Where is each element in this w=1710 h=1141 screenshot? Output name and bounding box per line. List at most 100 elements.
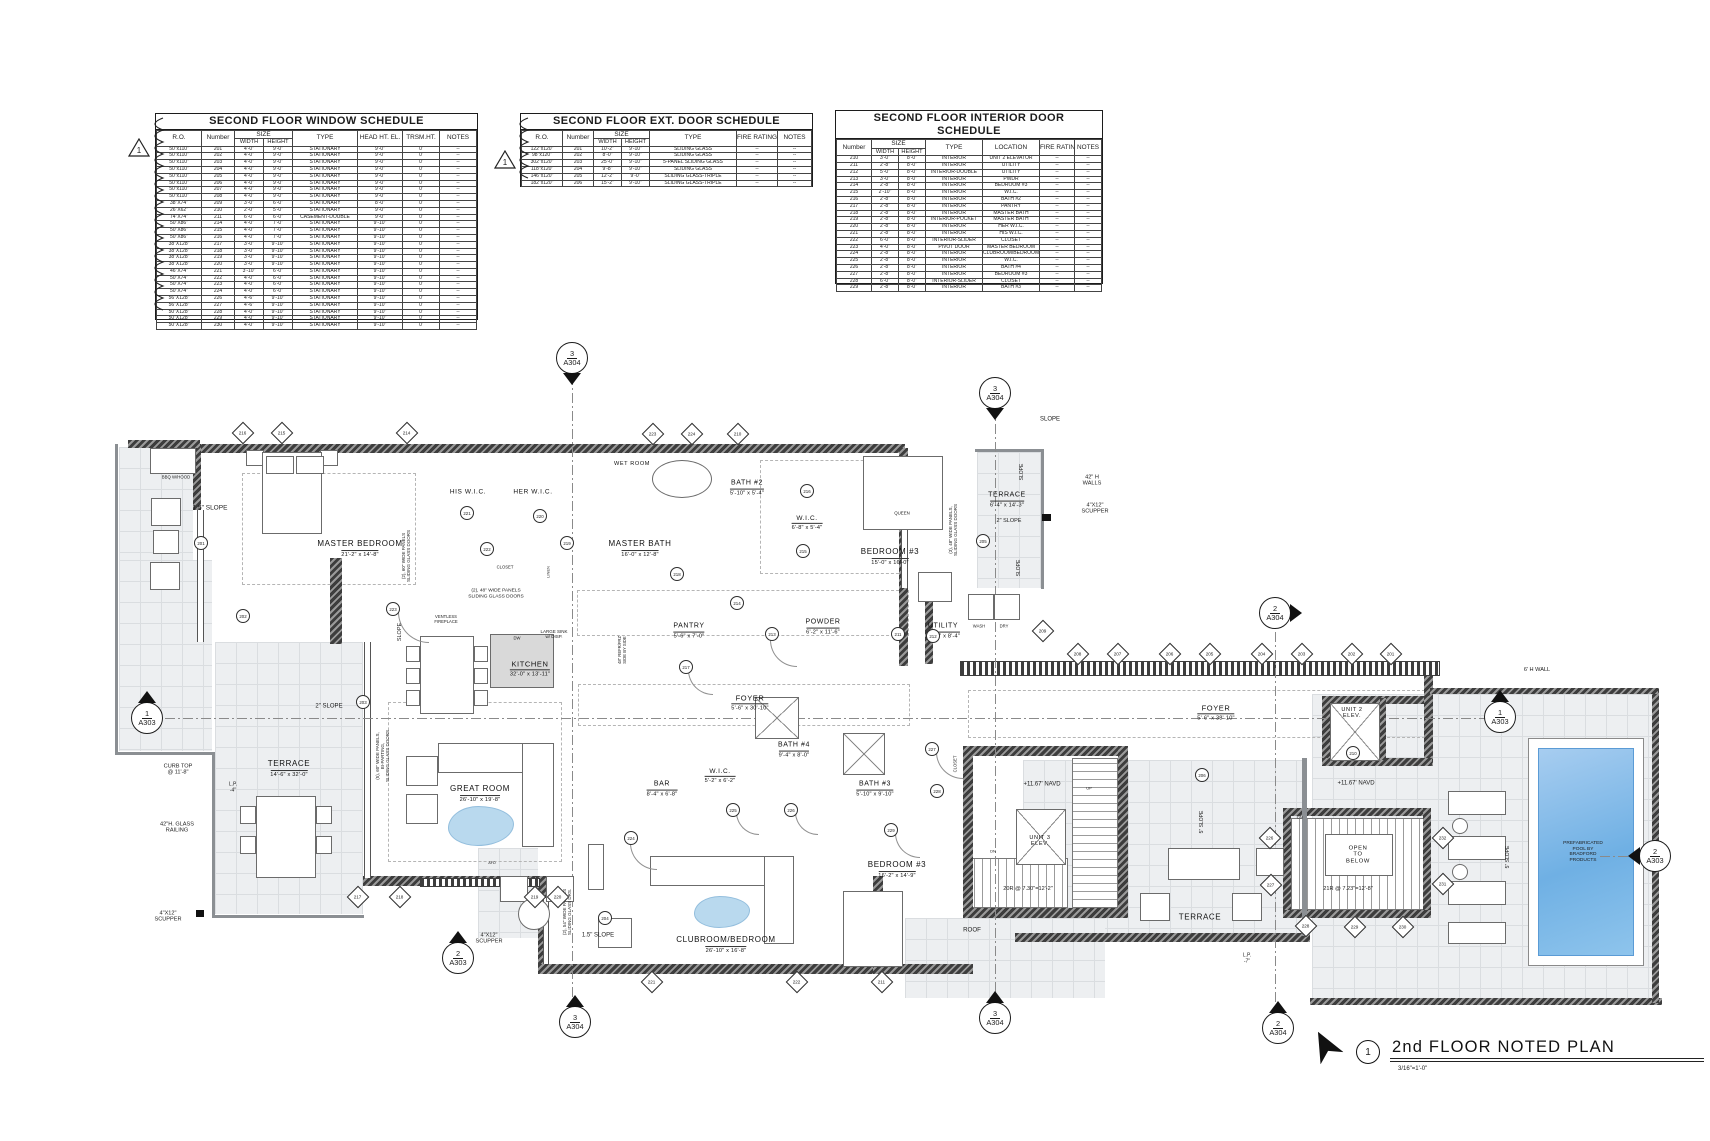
- open-to-below-box: [1325, 834, 1393, 876]
- annotation: DN: [990, 848, 996, 854]
- int-door-schedule: SECOND FLOOR INTERIOR DOOR SCHEDULE Numb…: [835, 110, 1103, 293]
- sliding-glass-wall: [364, 642, 371, 878]
- door-swing: [895, 833, 920, 858]
- room-dimensions: 26'-10" x 16'-8": [705, 945, 747, 954]
- int-door-schedule-title: SECOND FLOOR INTERIOR DOOR SCHEDULE: [836, 111, 1102, 140]
- wall: [538, 964, 882, 974]
- wall: [193, 444, 201, 510]
- furniture: [151, 498, 181, 526]
- wall: [330, 558, 342, 644]
- elevator-cab: [1016, 809, 1066, 865]
- annotation: DW: [513, 635, 521, 641]
- room-dimensions: 6'-2" x 11'-6": [806, 627, 840, 636]
- door-tag: 206: [1195, 768, 1209, 782]
- furniture: [406, 794, 438, 824]
- annotation: AFD: [488, 860, 496, 865]
- room-label: W.I.C.6'-8" x 5'-4": [791, 514, 823, 531]
- furniture: [1448, 791, 1506, 815]
- annotation: SLOPE: [1039, 416, 1061, 423]
- furniture: [150, 448, 196, 474]
- wall: [1283, 808, 1291, 918]
- annotation: 6' H WALL: [1523, 666, 1551, 673]
- section-line: [1275, 628, 1276, 1020]
- window-tag: 221: [640, 970, 664, 994]
- door-tag: 214: [730, 596, 744, 610]
- door-tag: 203: [356, 695, 370, 709]
- annotation: DRY: [999, 623, 1009, 629]
- door-tag: 219: [560, 536, 574, 550]
- stair-run: [1072, 758, 1118, 908]
- plan-title-underline: [1390, 1058, 1704, 1062]
- room-dimensions: 5'-10" x 9'-10": [856, 789, 894, 798]
- annotation: L.P. -4": [228, 781, 238, 793]
- furniture: [968, 594, 994, 620]
- side-table: [1452, 864, 1468, 880]
- room-dimensions: 16'-2" x 14'-9": [878, 870, 916, 879]
- annotation: PREFABRICATED POOL BY BRADFORD PRODUCTS: [1563, 840, 1603, 863]
- door-swing: [795, 812, 818, 835]
- furniture: [296, 456, 324, 474]
- annotation: +11.67' NAVD: [1337, 780, 1375, 787]
- annotation: (2), 60" WIDE PANELS SLIDING GLASS DOORS: [400, 529, 411, 583]
- window-tag: 222: [785, 970, 809, 994]
- annotation: LARGE SINK w/ DISP.: [540, 628, 568, 639]
- window-tag: 214: [395, 421, 419, 445]
- rug: [694, 896, 750, 928]
- annotation: LINEN: [545, 566, 551, 578]
- annotation: DN: [1297, 814, 1303, 820]
- door-tag: 211: [891, 627, 905, 641]
- room-dimensions: 14'-6" x 32'-0": [270, 769, 308, 778]
- annotation: L.P. -7": [1242, 952, 1252, 964]
- scupper: [196, 910, 204, 917]
- section-line: [1600, 856, 1648, 857]
- room-dimensions: 5'-6" x 7'-0": [673, 631, 705, 640]
- furniture: [1448, 922, 1506, 944]
- kitchen-island: [490, 634, 554, 688]
- wall: [925, 588, 933, 664]
- annotation: (2), 48" WIDE PANELS SLIDING GLASS DOORS: [468, 588, 524, 599]
- door-swing: [936, 752, 963, 779]
- furniture: [406, 646, 420, 662]
- wall: [963, 746, 1128, 756]
- furniture: [474, 668, 488, 684]
- door-tag: 223: [386, 602, 400, 616]
- rug: [448, 806, 514, 846]
- wall: [1322, 696, 1330, 766]
- furniture: [420, 636, 474, 714]
- door-tag: 205: [976, 534, 990, 548]
- door-tag: 210: [1346, 746, 1360, 760]
- annotation: ROOF: [963, 926, 981, 934]
- side-table: [1452, 818, 1468, 834]
- wall: [963, 746, 973, 918]
- terrace-surface: [905, 918, 1105, 998]
- wall: [1423, 808, 1431, 918]
- annotation: 4"X12" SCUPPER: [1081, 502, 1109, 515]
- dashed-outline: [577, 590, 909, 636]
- window-wall: [960, 661, 1440, 676]
- door-tag: 224: [624, 831, 638, 845]
- annotation: 1.5" SLOPE: [581, 932, 615, 939]
- dashed-outline: [242, 473, 416, 585]
- annotation: 2" SLOPE: [996, 517, 1022, 524]
